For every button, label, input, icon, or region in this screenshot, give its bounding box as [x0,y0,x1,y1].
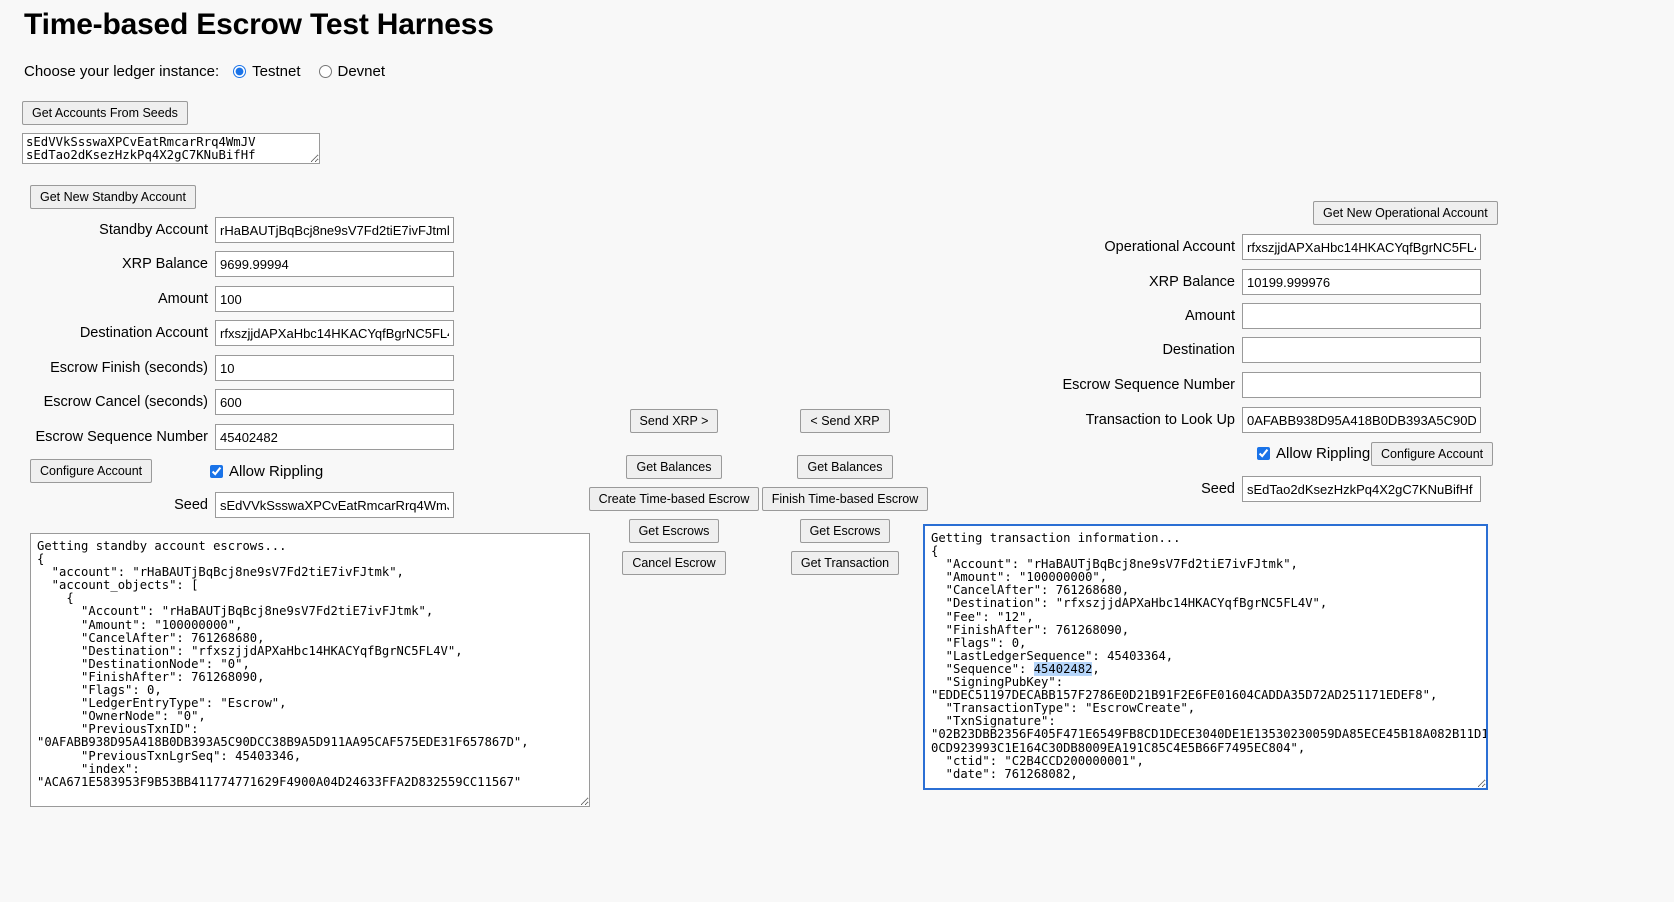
radio-devnet-label[interactable]: Devnet [337,63,386,80]
operational-field-input[interactable] [1242,303,1481,329]
get-accounts-from-seeds-button[interactable]: Get Accounts From Seeds [22,101,188,125]
operational-results-textarea[interactable] [923,524,1488,790]
operational-field-row: Escrow Sequence Number [1045,372,1481,398]
operational-field-label: Transaction to Look Up [1085,412,1235,428]
standby-field-row: XRP Balance [8,251,454,277]
page-title: Time-based Escrow Test Harness [24,8,494,41]
operational-field-label: Seed [1201,481,1235,497]
create-escrow-button-wrap: Create Time-based Escrow [554,487,794,511]
radio-testnet-wrap[interactable]: Testnet [233,63,301,80]
standby-field-label: Destination Account [79,325,208,341]
send-xrp-left-button[interactable]: < Send XRP [800,409,890,433]
get-transaction-button-wrap: Get Transaction [725,551,965,575]
radio-devnet[interactable] [318,65,332,78]
operational-field-row: Operational Account [1045,234,1481,260]
standby-field-input[interactable] [215,217,454,243]
send-xrp-right-button-wrap: Send XRP > [554,409,794,433]
operational-field-label: Operational Account [1104,239,1235,255]
configure-account-standby-button[interactable]: Configure Account [30,459,153,483]
standby-field-label: Seed [174,497,208,513]
get-escrows-operational-button-wrap: Get Escrows [725,519,965,543]
seeds-textarea[interactable]: sEdVVkSsswaXPCvEatRmcarRrq4WmJV sEdTao2d… [22,133,320,164]
operational-field-input[interactable] [1242,372,1481,398]
get-balances-standby-button[interactable]: Get Balances [626,455,722,479]
allow-rippling-standby-checkbox[interactable] [210,465,223,478]
standby-field-label: XRP Balance [122,256,208,272]
operational-field-input[interactable] [1242,234,1481,260]
allow-rippling-operational-checkbox[interactable] [1257,447,1270,460]
get-new-operational-account-button[interactable]: Get New Operational Account [1313,201,1498,225]
finish-escrow-button-wrap: Finish Time-based Escrow [725,487,965,511]
standby-field-label: Standby Account [99,222,208,238]
get-balances-operational-button-wrap: Get Balances [725,455,965,479]
get-balances-standby-button-wrap: Get Balances [554,455,794,479]
standby-field-label: Escrow Finish (seconds) [50,360,208,376]
standby-field-row: Escrow Sequence Number [8,424,454,450]
configure-account-operational-button[interactable]: Configure Account [1371,442,1494,466]
standby-field-row: Escrow Finish (seconds) [8,355,454,381]
operational-field-input[interactable] [1242,337,1481,363]
get-new-standby-account-button[interactable]: Get New Standby Account [30,185,196,209]
operational-field-label: Escrow Sequence Number [1062,377,1235,393]
allow-rippling-standby-label[interactable]: Allow Rippling [229,463,324,480]
operational-field-row: Transaction to Look Up [1045,407,1481,433]
ledger-instance-selector: Choose your ledger instance: Testnet Dev… [24,63,403,80]
cancel-escrow-button-wrap: Cancel Escrow [554,551,794,575]
standby-field-input[interactable] [215,251,454,277]
standby-field-input[interactable] [215,286,454,312]
radio-devnet-wrap[interactable]: Devnet [318,63,386,80]
standby-field-row: Escrow Cancel (seconds) [8,389,454,415]
standby-field-row: Seed [8,492,454,518]
operational-field-row: XRP Balance [1045,269,1481,295]
allow-rippling-standby-wrap[interactable]: Allow Rippling [210,463,323,480]
standby-field-label: Escrow Sequence Number [35,429,208,445]
get-escrows-operational-button[interactable]: Get Escrows [799,519,891,543]
send-xrp-left-button-wrap: < Send XRP [725,409,965,433]
operational-field-input[interactable] [1242,407,1481,433]
radio-testnet-label[interactable]: Testnet [252,63,301,80]
standby-field-input[interactable] [215,355,454,381]
create-escrow-button[interactable]: Create Time-based Escrow [588,487,760,511]
operational-field-label: Destination [1162,342,1235,358]
cancel-escrow-button[interactable]: Cancel Escrow [622,551,726,575]
operational-field-input[interactable] [1242,269,1481,295]
standby-field-row: Standby Account [8,217,454,243]
standby-field-label: Amount [158,291,208,307]
allow-rippling-operational-wrap[interactable]: Allow Rippling [1257,445,1370,462]
get-balances-operational-button[interactable]: Get Balances [797,455,893,479]
standby-field-label: Escrow Cancel (seconds) [43,394,208,410]
standby-field-input[interactable] [215,389,454,415]
get-escrows-standby-button[interactable]: Get Escrows [628,519,720,543]
operational-field-row: Amount [1045,303,1481,329]
radio-testnet[interactable] [233,65,247,78]
operational-field-label: XRP Balance [1149,274,1235,290]
finish-escrow-button[interactable]: Finish Time-based Escrow [761,487,929,511]
standby-field-input[interactable] [215,424,454,450]
send-xrp-right-button[interactable]: Send XRP > [629,409,719,433]
operational-field-row: Seed [1045,476,1481,502]
standby-results-textarea[interactable]: Getting standby account escrows... { "ac… [30,533,590,807]
get-escrows-standby-button-wrap: Get Escrows [554,519,794,543]
operational-field-label: Amount [1185,308,1235,324]
standby-field-row: Destination Account [8,320,454,346]
standby-field-input[interactable] [215,492,454,518]
get-transaction-button[interactable]: Get Transaction [790,551,900,575]
ledger-instance-label: Choose your ledger instance: [24,63,220,80]
allow-rippling-operational-label[interactable]: Allow Rippling [1276,445,1371,462]
operational-field-input[interactable] [1242,476,1481,502]
operational-field-row: Destination [1045,337,1481,363]
standby-field-input[interactable] [215,320,454,346]
standby-field-row: Amount [8,286,454,312]
